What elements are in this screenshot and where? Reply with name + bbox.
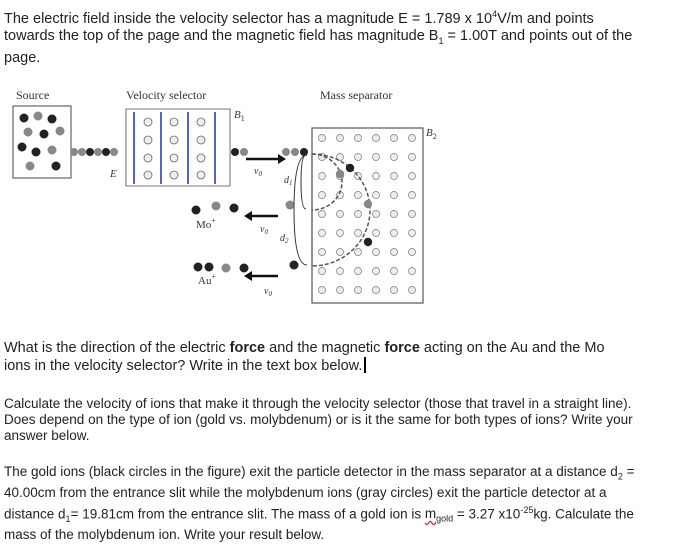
mo-trajectory [311,153,343,211]
velocity-selector-label: Velocity selector [126,88,206,102]
au-ions [193,260,299,273]
intro-text-2: V/m and points towards the top of the pa… [4,10,594,44]
mo-label: Mo+ [196,216,216,231]
e-label: E [109,168,117,180]
b2-label: B2 [426,127,437,141]
v0-label-au: v0 [264,286,272,298]
intro-paragraph: The electric field inside the velocity s… [4,6,644,67]
b1-label: B1 [234,109,245,123]
v0-label-mo: v0 [260,224,268,236]
force-bold-1: force [229,340,266,356]
question-1: What is the direction of the electric fo… [4,340,605,374]
e-field-arrows [133,112,216,184]
force-bold-2: force [384,340,420,356]
intro-e-exponent: 4 [492,9,498,19]
intro-text-1: The electric field inside the velocity s… [4,10,493,27]
velocity-selector-figure: Source Velocity selector B1 E v0 Mo+ [12,88,437,304]
intro-b-subscript: 1 [438,35,444,46]
d2-label: d2 [280,233,289,245]
b1-field-dots [143,117,206,180]
question-2: Calculate the velocity of ions that make… [4,396,633,443]
m-gold-symbol: mgold [424,506,454,524]
source-label: Source [16,88,49,102]
au-label: Au+ [198,272,216,287]
source-beam [70,148,118,156]
mo-ions [191,201,239,215]
source-ions [17,111,65,171]
v0-label-top: v0 [254,166,262,178]
question-3: The gold ions (black circles in the figu… [4,464,635,543]
mass-separator-label: Mass separator [320,88,392,102]
text-cursor [364,357,366,373]
exit-beam [231,148,308,164]
d1-label: d1 [284,175,293,187]
mass-separator-box [311,127,424,304]
au-trajectory [311,153,371,267]
intro-text-3: = 1.00T and points out of the page. [4,27,633,66]
